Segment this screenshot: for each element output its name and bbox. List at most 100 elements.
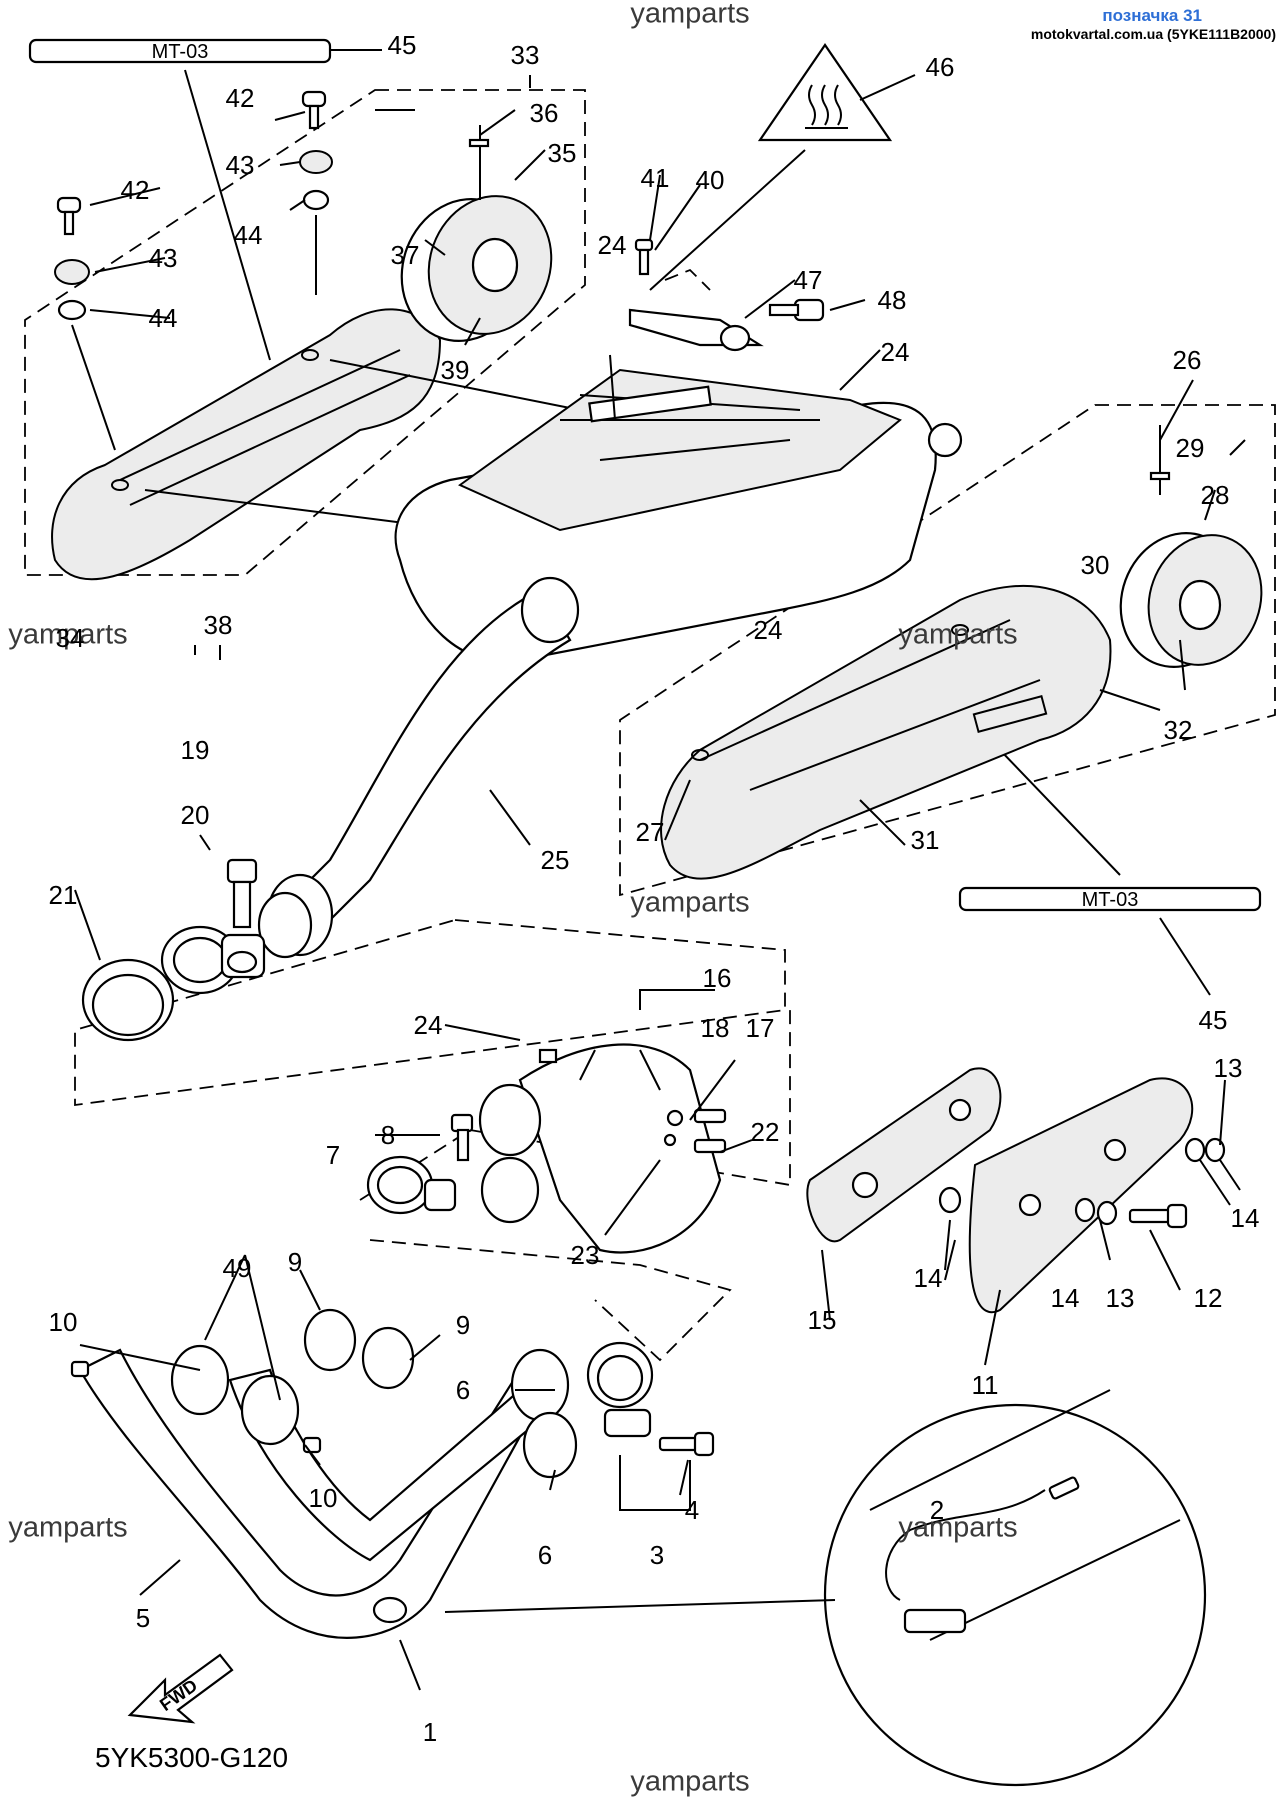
callout: 19 — [180, 735, 210, 765]
callout: 40 — [695, 165, 725, 195]
callout: 6 — [537, 1540, 553, 1570]
callout: 12 — [1193, 1283, 1223, 1313]
callout: 34 — [55, 623, 85, 653]
callout: 9 — [287, 1247, 303, 1277]
callout: 9 — [455, 1310, 471, 1340]
joint-pipe-assembly — [366, 1043, 727, 1254]
callout: 24 — [880, 337, 910, 367]
callout: 27 — [635, 817, 665, 847]
callout: 39 — [440, 355, 470, 385]
callout: 44 — [233, 220, 263, 250]
leader-lines — [74, 75, 1246, 1691]
callout: 3 — [649, 1540, 665, 1570]
diagram-code: 5YK5300-G120 — [95, 1742, 289, 1773]
callout: 26 — [1172, 345, 1202, 375]
muffler-end-cap-front — [1119, 425, 1263, 669]
callout: 42 — [225, 83, 255, 113]
watermark-lower-right: yamparts — [898, 1511, 1018, 1544]
callout: 20 — [180, 800, 210, 830]
exhaust-header-pipes — [70, 1308, 578, 1639]
group-box-3-4 — [369, 1239, 732, 1362]
callout: 43 — [148, 243, 178, 273]
callout: 45 — [387, 30, 417, 60]
callout: 48 — [877, 285, 907, 315]
callout: 4 — [684, 1495, 700, 1525]
watermark-right: yamparts — [898, 618, 1018, 651]
callout: 28 — [1200, 480, 1230, 510]
link-pipe — [257, 576, 580, 959]
callout: 14 — [1230, 1203, 1260, 1233]
callout: 10 — [308, 1483, 338, 1513]
page-label: позначка 31 — [1102, 6, 1202, 25]
callout: 33 — [510, 40, 540, 70]
muffler-mount-bracket — [628, 238, 825, 352]
callout: 29 — [1175, 433, 1205, 463]
mt03-emblem-right: MT-03 — [958, 749, 1262, 996]
heat-protector-outer — [968, 1077, 1194, 1314]
group-box-19 — [74, 919, 786, 1107]
callout: 11 — [971, 1370, 999, 1400]
muffler-main-body — [394, 354, 963, 663]
callout: 24 — [413, 1010, 443, 1040]
callout: 47 — [793, 265, 823, 295]
grommet-set-left — [54, 196, 116, 451]
callout: 43 — [225, 150, 255, 180]
emblem-text-top: MT-03 — [152, 41, 209, 63]
callout: 46 — [925, 52, 955, 82]
callout: 32 — [1163, 715, 1193, 745]
callout: 30 — [1080, 550, 1110, 580]
watermark-top: yamparts — [630, 0, 750, 30]
source-reference: motokvartal.com.ua (5YKE111B2000) — [1030, 26, 1276, 42]
callout: 1 — [422, 1717, 438, 1747]
callout: 5 — [135, 1603, 151, 1633]
callout: 13 — [1105, 1283, 1135, 1313]
callout: 2 — [929, 1495, 945, 1525]
o2-sensor-detail — [444, 1389, 1207, 1787]
callout: 7 — [325, 1140, 341, 1170]
callout: 38 — [203, 610, 233, 640]
callout: 35 — [547, 138, 577, 168]
callout: 44 — [148, 303, 178, 333]
emblem-text-right: MT-03 — [1082, 889, 1139, 911]
callout: 31 — [910, 825, 940, 855]
heat-protector-inner — [806, 1067, 1002, 1243]
group-box-26 — [619, 404, 1276, 897]
callout: 16 — [702, 963, 732, 993]
callout: 14 — [1050, 1283, 1080, 1313]
watermark-left: yamparts — [8, 618, 128, 651]
callout: 25 — [540, 845, 570, 875]
callout: 15 — [807, 1305, 837, 1335]
callout: 14 — [913, 1263, 943, 1293]
callout: 45 — [1198, 1005, 1228, 1035]
callout: 6 — [455, 1375, 471, 1405]
callout: 41 — [640, 163, 670, 193]
callout: 37 — [390, 240, 420, 270]
muffler-end-cap-rear — [400, 125, 553, 343]
callout: 10 — [48, 1307, 78, 1337]
callout: 23 — [570, 1240, 600, 1270]
callout: 49 — [222, 1253, 252, 1283]
washers-bolt-12 — [938, 1137, 1226, 1229]
callout: 42 — [120, 175, 150, 205]
callout: 13 — [1213, 1053, 1243, 1083]
heat-warning-label — [649, 43, 916, 291]
group-box-33 — [24, 89, 586, 576]
callout: 21 — [48, 880, 78, 910]
callout: 17 — [745, 1013, 775, 1043]
callout: 24 — [753, 615, 783, 645]
rear-heat-cover — [51, 308, 581, 581]
fwd-arrow: FWD — [127, 1653, 234, 1724]
callout: 18 — [700, 1013, 730, 1043]
grommet-set-top — [299, 90, 333, 295]
callout: 24 — [597, 230, 627, 260]
watermark-lower-left: yamparts — [8, 1511, 128, 1544]
front-heat-cover — [660, 585, 1112, 880]
clamp-assembly-rear — [81, 858, 266, 1042]
mt03-emblem-top: MT-03 — [28, 38, 382, 361]
watermark-bottom: yamparts — [630, 1765, 750, 1798]
watermark-middle: yamparts — [630, 886, 750, 919]
callout: 22 — [750, 1117, 780, 1147]
clamp-assembly-front — [586, 1341, 715, 1457]
